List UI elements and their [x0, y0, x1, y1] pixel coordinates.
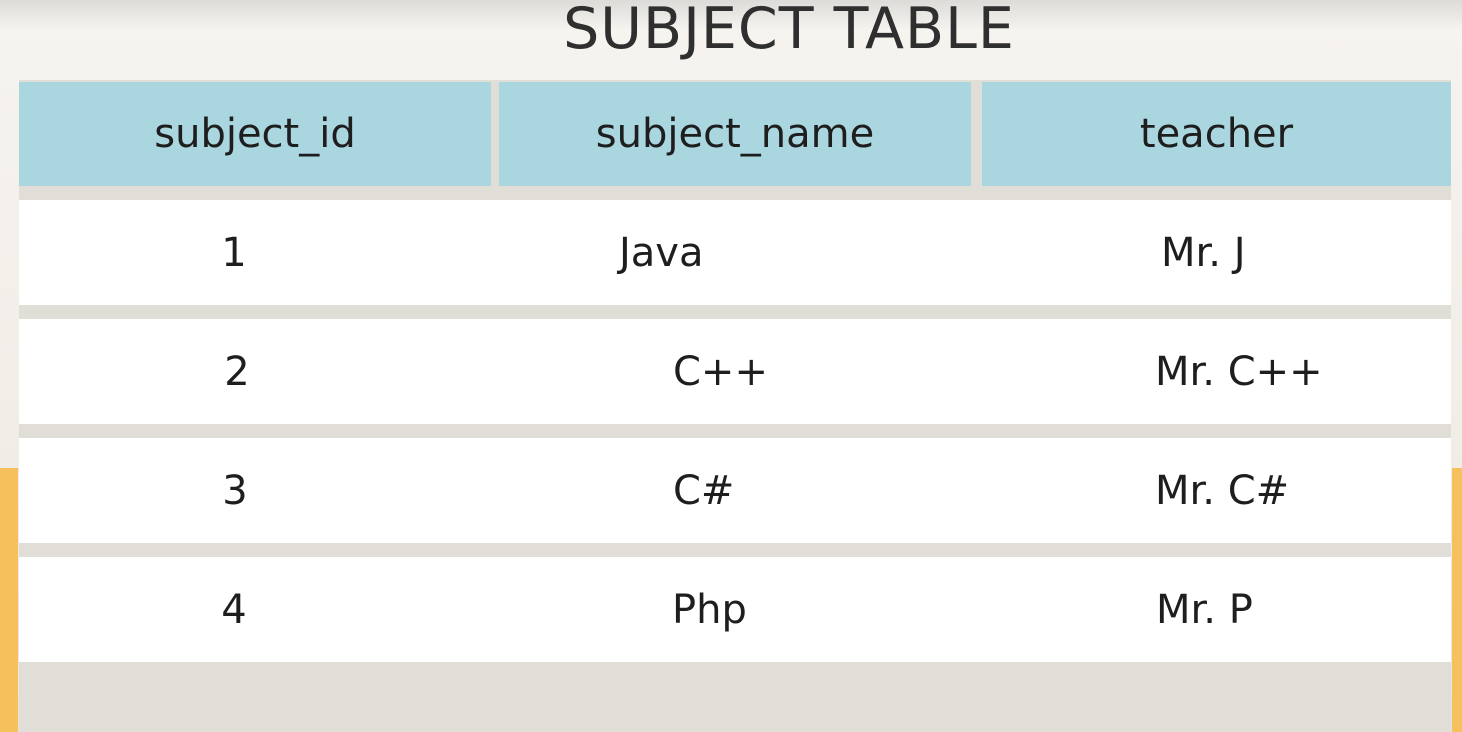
top-shadow [0, 0, 1462, 30]
accent-stripe-left [0, 468, 18, 732]
accent-stripe-right [1452, 468, 1462, 732]
teacher-cell: Mr. J [1161, 229, 1246, 276]
subject-name-cell: Java [619, 229, 704, 276]
column-header-teacher: teacher [982, 82, 1451, 186]
subject-name-cell: C# [673, 467, 735, 514]
page-title: SUBJECT TABLE [563, 0, 1015, 62]
table-row: 2 C++ Mr. C++ [19, 319, 1451, 424]
table-row: 1 Java Mr. J [19, 200, 1451, 305]
subject-name-cell: Php [672, 586, 747, 633]
subject-id-cell: 1 [221, 229, 247, 276]
column-header-subject-name: subject_name [499, 82, 971, 186]
subject-name-cell: C++ [673, 348, 768, 395]
subject-id-cell: 2 [224, 348, 250, 395]
teacher-cell: Mr. C++ [1155, 348, 1323, 395]
table-row: 3 C# Mr. C# [19, 438, 1451, 543]
teacher-cell: Mr. C# [1155, 467, 1290, 514]
subject-id-cell: 3 [222, 467, 248, 514]
teacher-cell: Mr. P [1156, 586, 1253, 633]
subject-id-cell: 4 [221, 586, 247, 633]
column-header-subject-id: subject_id [19, 82, 491, 186]
table-row: 4 Php Mr. P [19, 557, 1451, 662]
